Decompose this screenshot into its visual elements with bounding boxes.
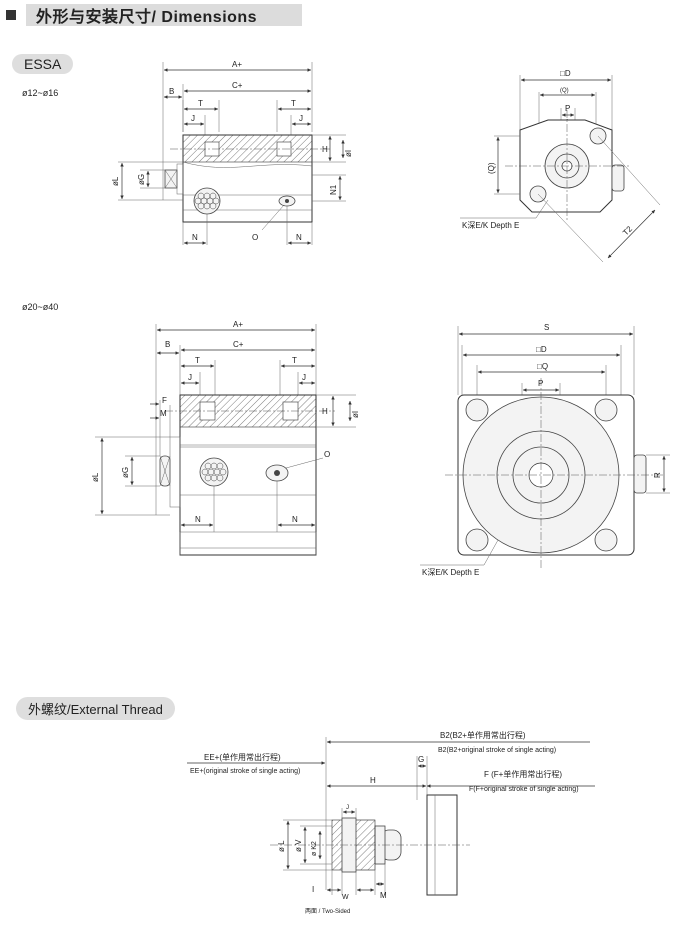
dim-Q-top-small: (Q) <box>560 88 569 94</box>
dim-Q-side-small: (Q) <box>487 162 496 174</box>
thread-V: ø V <box>294 839 303 852</box>
thread-J: J <box>346 805 349 811</box>
dim-G: øG <box>137 174 146 185</box>
dim-T-left-large: T <box>195 356 200 365</box>
thread-W: W <box>342 894 349 901</box>
dim-S: S <box>544 323 549 332</box>
thread-F-cn: F (F+单作用常出行程) <box>484 769 562 779</box>
essa-label: ESSA <box>12 54 74 74</box>
dim-T2: T2 <box>621 224 634 237</box>
dim-A: A+ <box>232 60 242 69</box>
dim-R: R <box>653 472 662 478</box>
end-view-small: □D (Q) P I (Q) T2 K深E/K Depth E <box>460 69 661 263</box>
external-thread-view: B2(B2+单作用常出行程) B2(B2+original stroke of … <box>187 730 595 915</box>
thread-G: G <box>418 755 424 764</box>
dim-J-left-large: J <box>188 373 192 382</box>
thread-M: M <box>380 891 387 900</box>
dim-K-depth-small: K深E/K Depth E <box>462 221 519 230</box>
end-view-large: S □D □Q P R K深E/K Depth E <box>420 323 670 577</box>
dim-H-large: H <box>322 407 328 416</box>
dim-N-right: N <box>296 233 302 242</box>
dim-T-right-large: T <box>292 356 297 365</box>
dim-O-large: O <box>324 450 330 459</box>
thread-B2-cn: B2(B2+单作用常出行程) <box>440 730 526 740</box>
dim-F-large: F <box>162 396 167 405</box>
external-thread-label: 外螺纹/External Thread <box>16 697 175 720</box>
size-range-small: ø12~ø16 <box>22 88 59 98</box>
page-title: 外形与安装尺寸/ Dimensions <box>26 4 302 26</box>
dim-L-large: øL <box>91 472 100 482</box>
dim-J-right: J <box>299 114 303 123</box>
dim-T-right: T <box>291 99 296 108</box>
dim-M-large: M <box>160 409 167 418</box>
dim-N-right-large: N <box>292 515 298 524</box>
dim-N-left: N <box>192 233 198 242</box>
dim-B: B <box>169 87 174 96</box>
thread-two-sided: 两面 / Two-Sided <box>305 908 350 915</box>
thread-H: H <box>370 776 376 785</box>
dim-L: øL <box>111 176 120 186</box>
dim-G-large: øG <box>121 467 130 478</box>
thread-EE-en: EE+(original stroke of single acting) <box>190 768 300 775</box>
dim-J-right-large: J <box>302 373 306 382</box>
dim-C-large: C+ <box>233 340 244 349</box>
dim-I: øI <box>344 150 353 157</box>
thread-I: I <box>312 885 314 894</box>
thread-L: ø L <box>277 840 286 852</box>
thread-K2: ø K2 <box>311 841 318 856</box>
dim-A-large: A+ <box>233 320 243 329</box>
dim-Q-large: □Q <box>537 362 548 371</box>
dim-P-large: P <box>538 379 543 388</box>
dim-H: H <box>322 145 328 154</box>
dim-I-large: øI <box>351 411 360 418</box>
dim-D-small: □D <box>560 69 571 78</box>
dim-J-left: J <box>191 114 195 123</box>
dim-N1: N1 <box>329 184 338 195</box>
dim-O: O <box>252 233 258 242</box>
thread-EE-cn: EE+(单作用常出行程) <box>204 752 281 762</box>
section-header: 外形与安装尺寸/ Dimensions <box>6 4 302 26</box>
size-range-large: ø20~ø40 <box>22 302 59 312</box>
dim-B-large: B <box>165 340 170 349</box>
dim-P-small: P <box>565 104 570 113</box>
bullet-square-icon <box>6 10 16 20</box>
thread-B2-en: B2(B2+original stroke of single acting) <box>438 747 556 754</box>
side-view-large: A+ C+ B T T J J <box>91 320 360 556</box>
dim-C: C+ <box>232 81 243 90</box>
dim-K-depth-large: K深E/K Depth E <box>422 568 479 577</box>
side-view-small: A+ C+ B T T J J H øI <box>111 60 353 245</box>
thread-F-en: F(F+original stroke of single acting) <box>469 786 579 793</box>
dim-D-large: □D <box>536 345 547 354</box>
dim-N-left-large: N <box>195 515 201 524</box>
dim-T-left: T <box>198 99 203 108</box>
